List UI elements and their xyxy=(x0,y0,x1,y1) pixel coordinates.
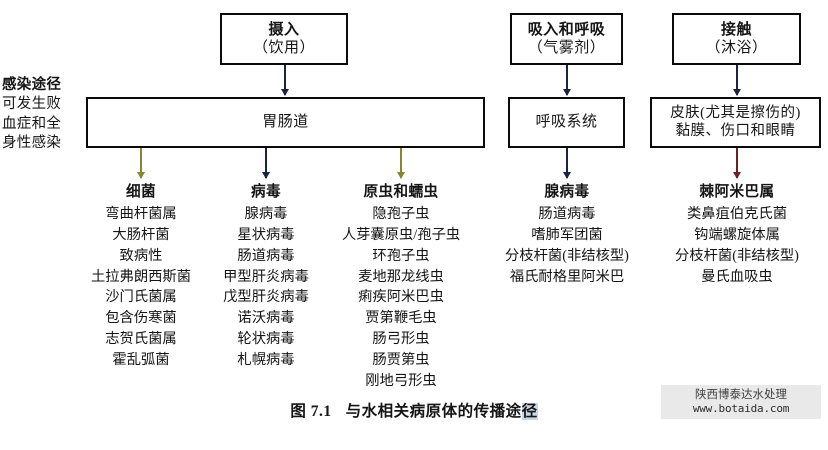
box-gastrointestinal-title: 胃肠道 xyxy=(262,114,309,131)
list-item: 刚地弓形虫 xyxy=(365,372,437,389)
column-virus: 病毒 腺病毒 星状病毒 肠道病毒 甲型肝炎病毒 戊型肝炎病毒 诺沃病毒 轮状病毒… xyxy=(200,182,332,371)
list-item: 贾第鞭毛虫 xyxy=(365,310,437,327)
list-item: 霍乱弧菌 xyxy=(112,351,170,368)
infection-route-line-3: 身性感染 xyxy=(2,134,62,151)
list-item: 星状病毒 xyxy=(237,227,295,244)
list-item: 札幌病毒 xyxy=(237,351,295,368)
box-ingestion-subtitle: （饮用） xyxy=(252,40,315,56)
list-item: 麦地那龙线虫 xyxy=(358,268,444,285)
box-ingestion: 摄入 （饮用） xyxy=(220,13,348,65)
list-item: 分枝杆菌(非结核型) xyxy=(675,247,799,264)
list-item: 曼氏血吸虫 xyxy=(701,268,773,285)
watermark: 陕西博泰达水处理 www.botaida.com xyxy=(661,385,821,419)
list-item: 肠贾第虫 xyxy=(372,351,430,368)
figure-caption-highlight: 径 xyxy=(521,403,538,420)
infection-route-label: 感染途径 可发生败 血症和全 身性感染 xyxy=(2,76,84,153)
list-item: 痢疾阿米巴虫 xyxy=(358,289,444,306)
watermark-url: www.botaida.com xyxy=(692,402,790,416)
column-protozoa-header: 原虫和蠕虫 xyxy=(363,184,439,200)
list-item: 肠道病毒 xyxy=(237,247,295,264)
box-respiratory-system: 呼吸系统 xyxy=(508,97,625,148)
list-item: 大肠杆菌 xyxy=(112,227,170,244)
list-item: 钩端螺旋体属 xyxy=(694,227,780,244)
list-item: 轮状病毒 xyxy=(237,331,295,347)
column-bacteria-header: 细菌 xyxy=(126,184,156,200)
box-inhalation-title: 吸入和呼吸 xyxy=(527,21,606,38)
figure-number: 图 7.1 xyxy=(290,403,332,420)
box-skin-line-1: 皮肤(尤其是擦伤的) xyxy=(670,104,801,121)
box-skin-line-2: 黏膜、伤口和眼睛 xyxy=(675,122,796,139)
list-item: 人芽囊原虫/孢子虫 xyxy=(341,227,461,244)
list-item: 志贺氏菌属 xyxy=(105,331,177,347)
list-item: 类鼻疽伯克氏菌 xyxy=(686,206,788,223)
list-item: 甲型肝炎病毒 xyxy=(223,268,309,285)
column-inhalation-header: 腺病毒 xyxy=(544,184,590,200)
box-gastrointestinal: 胃肠道 xyxy=(86,97,485,148)
box-inhalation-subtitle: （气雾剂） xyxy=(527,40,606,56)
list-item: 土拉弗朗西斯菌 xyxy=(90,268,192,285)
list-item: 隐孢子虫 xyxy=(372,206,430,223)
list-item: 肠弓形虫 xyxy=(372,331,430,347)
list-item: 腺病毒 xyxy=(244,206,288,223)
box-ingestion-title: 摄入 xyxy=(268,21,300,38)
box-inhalation: 吸入和呼吸 （气雾剂） xyxy=(510,13,623,65)
column-contact-pathogens: 棘阿米巴属 类鼻疽伯克氏菌 钩端螺旋体属 分枝杆菌(非结核型) 曼氏血吸虫 xyxy=(648,182,826,287)
watermark-company: 陕西博泰达水处理 xyxy=(695,389,787,402)
column-inhalation-pathogens: 腺病毒 肠道病毒 嗜肺军团菌 分枝杆菌(非结核型) 福氏耐格里阿米巴 xyxy=(482,182,652,287)
figure-caption-text: 与水相关病原体的传播途 xyxy=(345,403,522,420)
list-item: 肠道病毒 xyxy=(538,206,596,223)
infection-route-line-2: 血症和全 xyxy=(2,115,62,132)
box-respiratory-system-title: 呼吸系统 xyxy=(535,114,598,131)
column-bacteria: 细菌 弯曲杆菌属 大肠杆菌 致病性 土拉弗朗西斯菌 沙门氏菌属 包含伤寒菌 志贺… xyxy=(60,182,222,371)
box-skin-mucosa: 皮肤(尤其是擦伤的) 黏膜、伤口和眼睛 xyxy=(650,97,821,148)
box-contact-subtitle: （沐浴） xyxy=(705,40,768,56)
list-item: 戊型肝炎病毒 xyxy=(223,289,309,306)
list-item: 环孢子虫 xyxy=(372,247,430,264)
list-item: 包含伤寒菌 xyxy=(105,310,177,327)
figure-caption: 图 7.1 与水相关病原体的传播途径 xyxy=(0,399,828,421)
box-contact-title: 接触 xyxy=(720,21,752,38)
list-item: 嗜肺军团菌 xyxy=(531,227,603,244)
infection-route-line-1: 可发生败 xyxy=(2,96,62,113)
list-item: 致病性 xyxy=(119,247,163,264)
list-item: 分枝杆菌(非结核型) xyxy=(505,247,629,264)
column-virus-header: 病毒 xyxy=(251,184,281,200)
list-item: 福氏耐格里阿米巴 xyxy=(509,268,625,285)
list-item: 弯曲杆菌属 xyxy=(105,206,177,223)
list-item: 沙门氏菌属 xyxy=(105,289,177,306)
column-contact-header: 棘阿米巴属 xyxy=(699,184,775,200)
list-item: 诺沃病毒 xyxy=(237,310,295,327)
infection-route-heading: 感染途径 xyxy=(2,77,62,93)
column-protozoa-helminths: 原虫和蠕虫 隐孢子虫 人芽囊原虫/孢子虫 环孢子虫 麦地那龙线虫 痢疾阿米巴虫 … xyxy=(310,182,492,391)
box-contact: 接触 （沐浴） xyxy=(672,13,801,65)
